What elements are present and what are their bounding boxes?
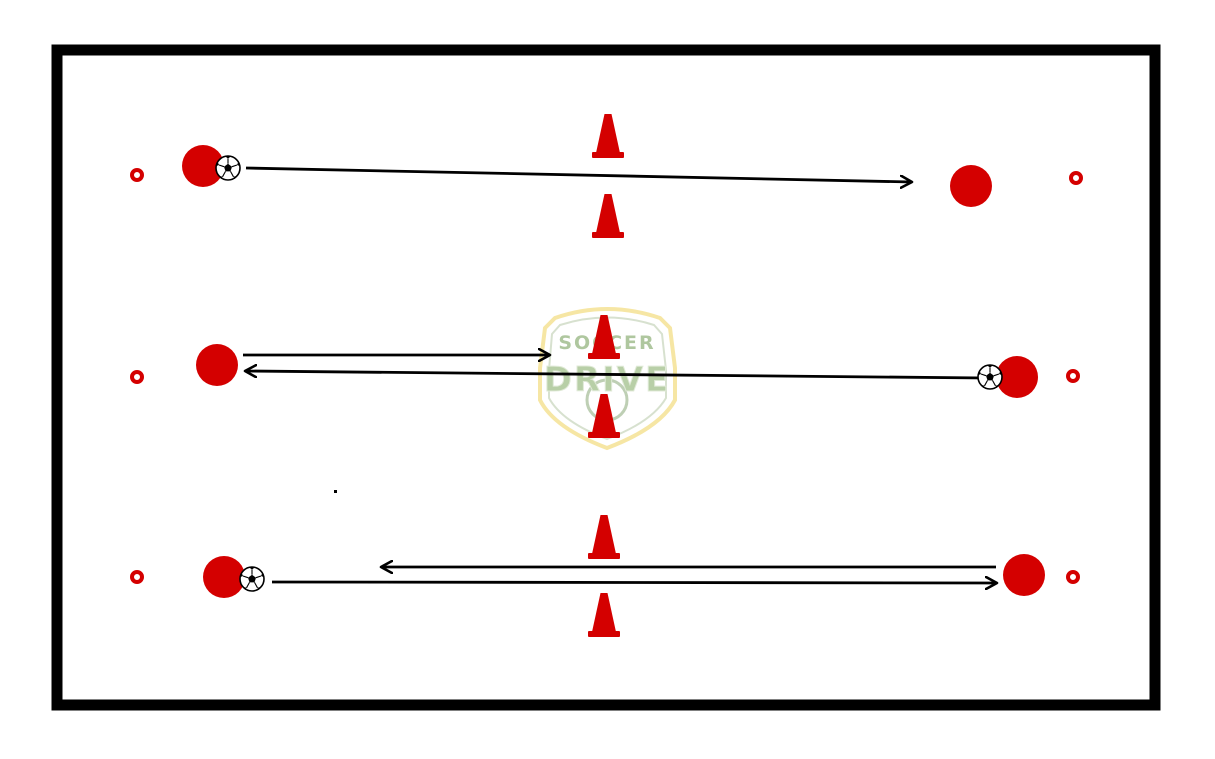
watermark-line2: DRIVE	[544, 360, 671, 400]
player-icon	[950, 165, 992, 207]
disc-markers	[130, 168, 1083, 584]
disc-marker-icon	[1066, 570, 1080, 584]
stray-dot	[334, 490, 337, 493]
player-icon	[1003, 554, 1045, 596]
players	[182, 145, 1045, 598]
disc-marker-icon	[130, 168, 144, 182]
disc-marker-icon	[1069, 171, 1083, 185]
player-icon	[203, 556, 245, 598]
disc-marker-icon	[130, 570, 144, 584]
player-icon	[182, 145, 224, 187]
disc-marker-icon	[130, 370, 144, 384]
pass-arrow-bottom-right	[271, 582, 997, 583]
ball-icon	[239, 566, 265, 592]
watermark-logo: SOCCER DRIVE	[538, 307, 677, 451]
pass-arrows	[243, 166, 997, 583]
player-icon	[996, 356, 1038, 398]
ball-icon	[977, 364, 1003, 390]
pass-arrow-top	[245, 166, 912, 182]
disc-marker-icon	[1066, 369, 1080, 383]
player-icon	[196, 344, 238, 386]
pass-arrow-middle-left	[245, 371, 987, 380]
ball-icon	[215, 155, 241, 181]
